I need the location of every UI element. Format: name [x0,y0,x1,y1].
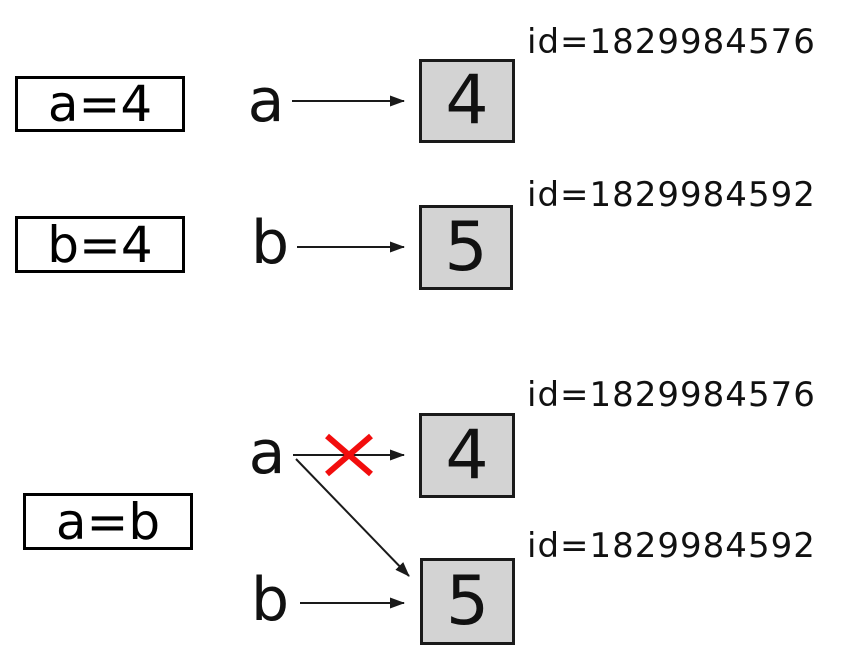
memory-box-object-4-step1: 4 [419,59,515,143]
object-value: 4 [445,415,489,495]
id-label-object-5-step3: id=1829984592 [527,526,816,566]
id-label-object-5-step2: id=1829984592 [527,175,816,215]
variable-b-step3: b [239,569,301,631]
variable-b-text: b [250,565,290,635]
variable-b-step2: b [239,212,301,274]
variable-b-text: b [250,208,290,278]
code-text-step2: b=4 [47,215,153,274]
code-box-step1: a=4 [15,76,185,132]
code-box-step2: b=4 [15,216,185,273]
id-label-object-4-step1: id=1829984576 [527,22,816,62]
red-cross-stroke [325,433,373,477]
object-value: 5 [444,207,488,287]
variable-a-text: a [248,418,286,488]
variable-a-step3: a [236,422,298,484]
object-value: 5 [445,561,490,641]
memory-box-object-4-step3: 4 [419,413,515,498]
code-text-step3: a=b [55,492,161,551]
memory-box-object-5-step2: 5 [419,205,513,290]
arrow-a-to-object-5-new [295,458,410,577]
red-cross-icon [325,433,373,477]
id-label-object-4-step3: id=1829984576 [527,375,816,415]
variable-a-step1: a [235,70,297,132]
memory-box-object-5-step3: 5 [420,558,515,645]
code-box-step3: a=b [23,493,193,550]
code-text-step1: a=4 [47,75,153,133]
variable-a-text: a [247,66,285,136]
red-cross-stroke [325,433,373,477]
object-value: 4 [445,61,489,140]
